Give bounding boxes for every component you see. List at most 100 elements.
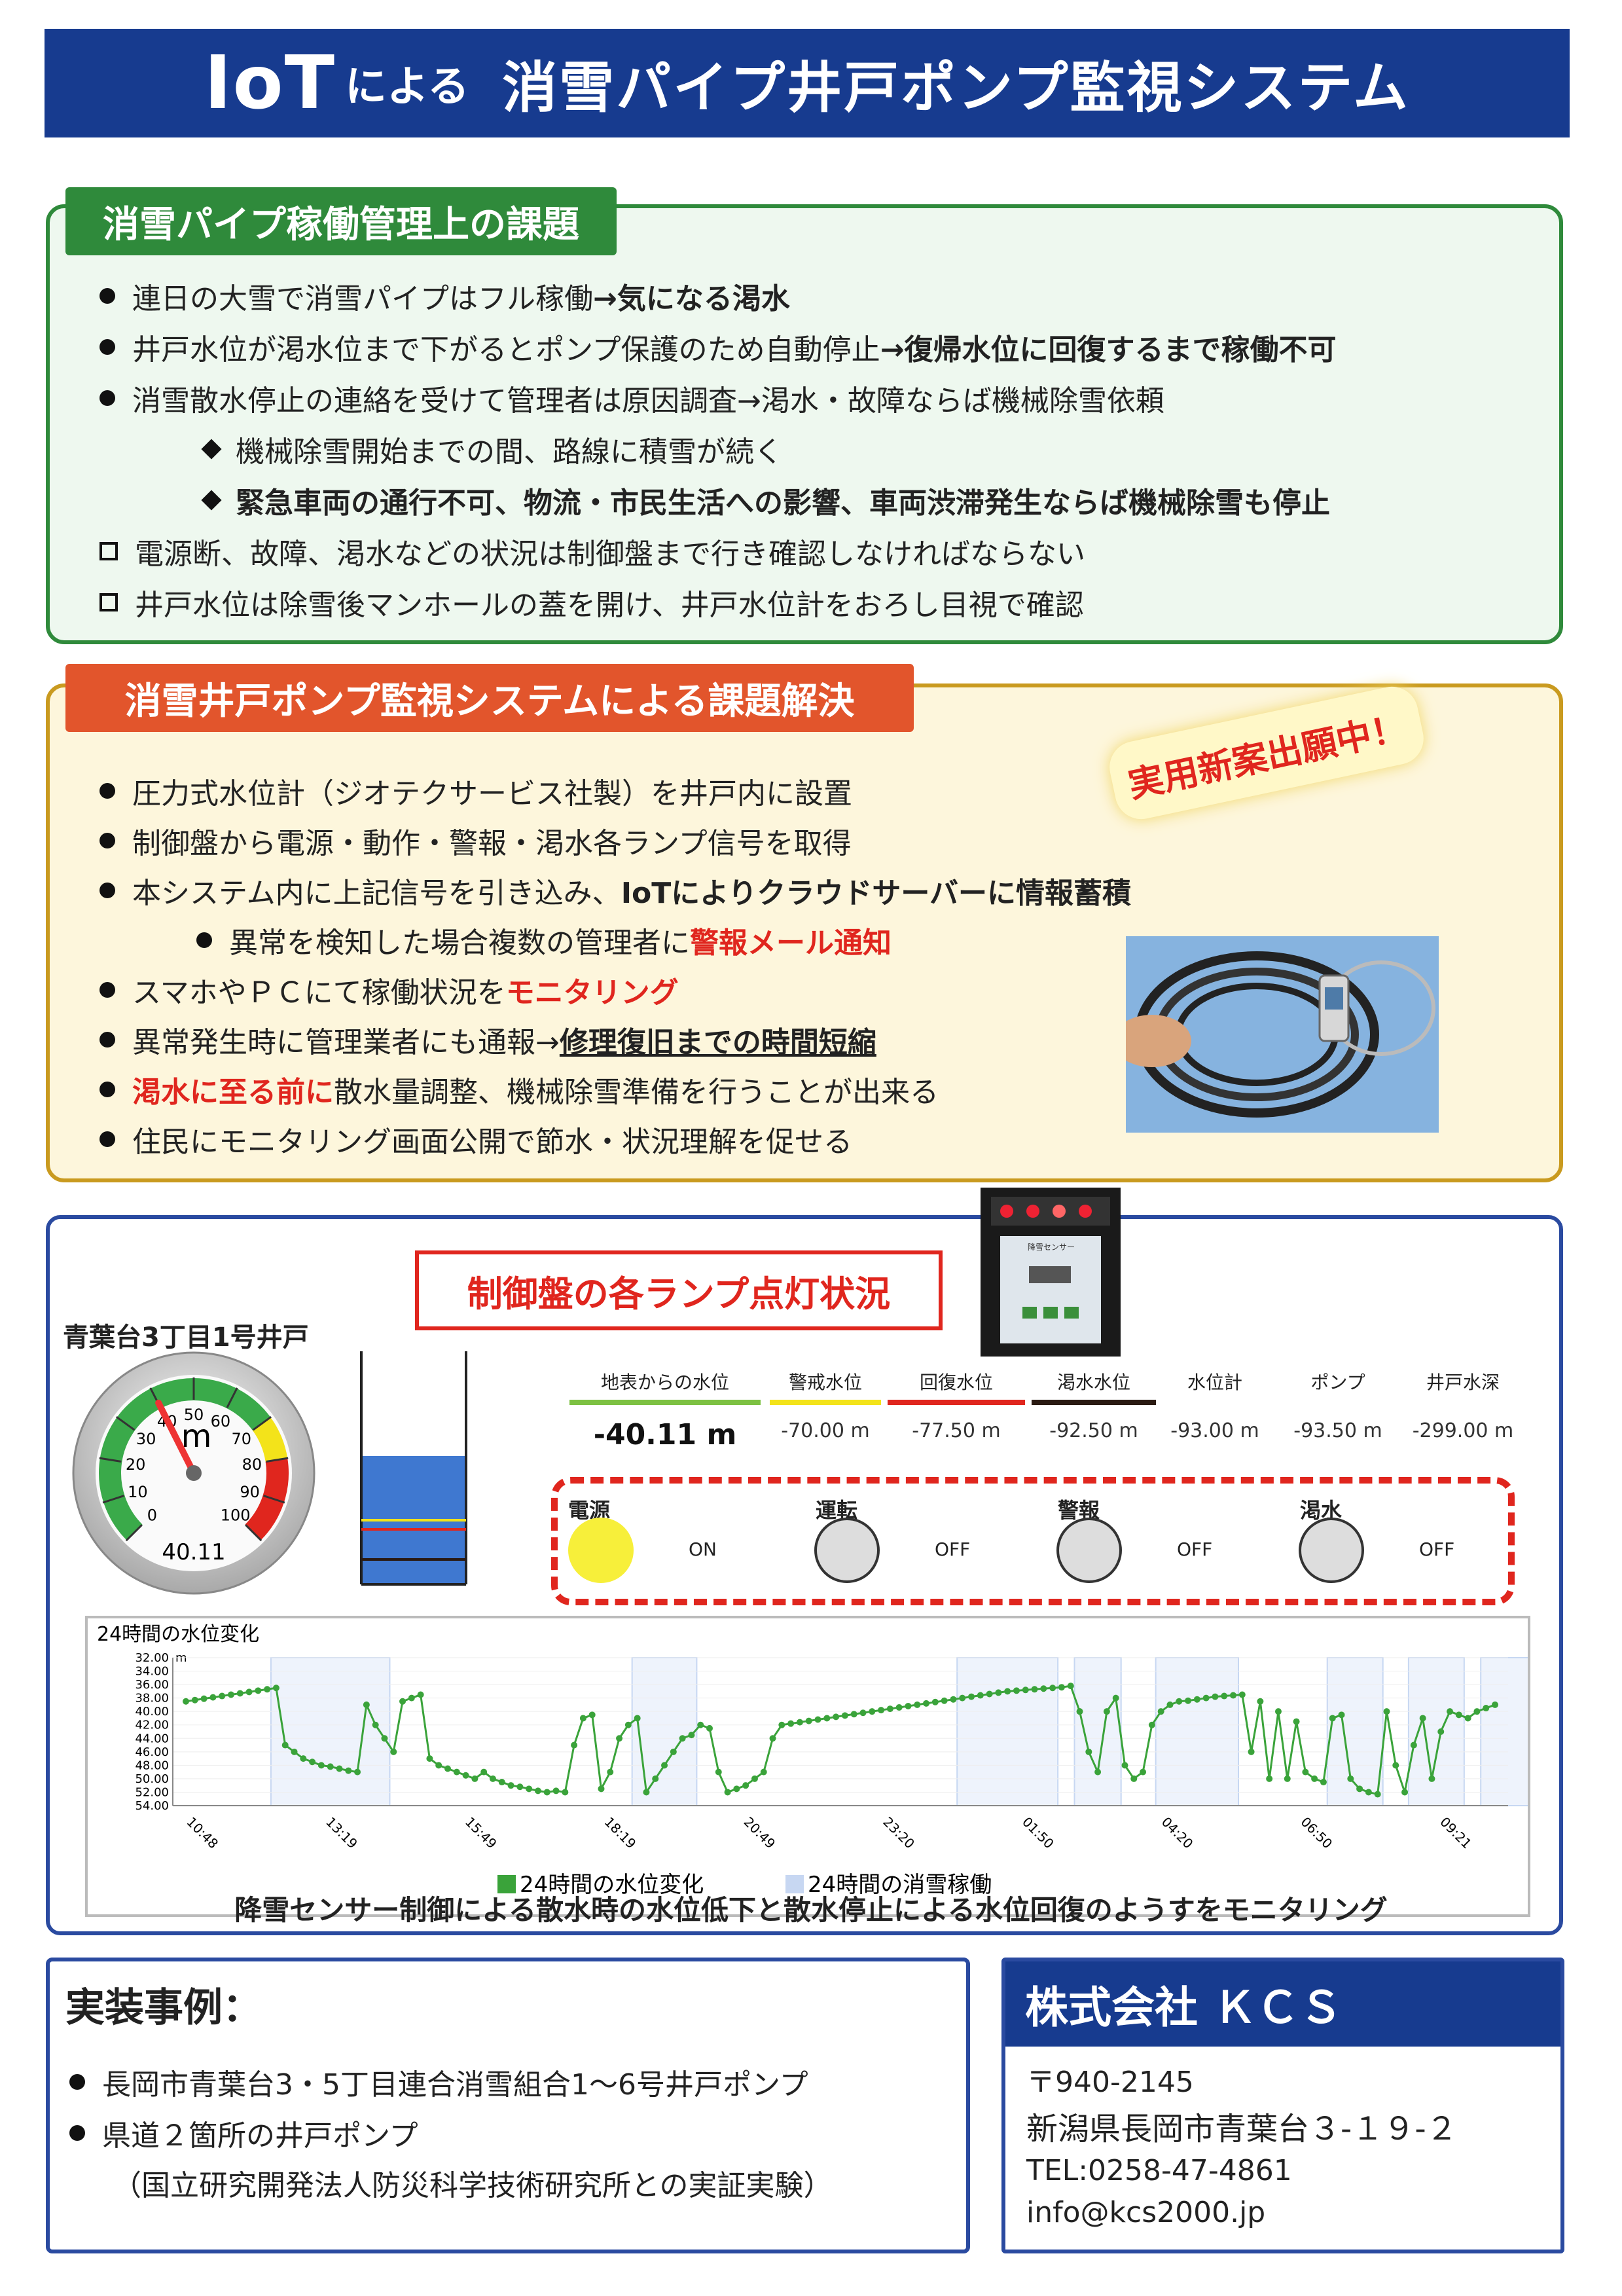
level-point	[769, 1735, 776, 1742]
level-point	[1302, 1768, 1309, 1776]
level-point	[264, 1686, 271, 1693]
level-point	[1293, 1718, 1300, 1725]
level-point	[300, 1755, 307, 1762]
lamp-indicator	[814, 1518, 880, 1583]
level-point	[281, 1741, 289, 1749]
gauge-tick	[252, 1415, 272, 1431]
level-point	[1148, 1721, 1155, 1728]
level-point	[624, 1721, 632, 1728]
chart-title: 24時間の水位変化	[97, 1623, 259, 1646]
level-point	[426, 1755, 433, 1762]
issues-heading: 消雪パイプ稼働管理上の課題	[65, 187, 617, 255]
company-address: 新潟県長岡市青葉台３-１９-２	[1026, 2111, 1458, 2147]
level-point	[417, 1691, 424, 1698]
bullet-icon	[99, 1032, 115, 1048]
column-value: -70.00 m	[781, 1419, 870, 1442]
level-point	[245, 1688, 253, 1696]
level-point	[562, 1789, 569, 1796]
x-tick-label: 20:49	[741, 1814, 779, 1852]
level-point	[968, 1693, 975, 1700]
y-tick-label: 46.00	[135, 1745, 169, 1759]
level-point	[1473, 1708, 1481, 1715]
y-tick-label: 42.00	[135, 1719, 169, 1732]
legend-swatch-operation	[785, 1875, 804, 1893]
column-label: 水位計	[1187, 1372, 1242, 1393]
level-point	[1356, 1785, 1363, 1793]
level-point	[778, 1721, 785, 1728]
level-point	[805, 1717, 812, 1724]
level-point	[571, 1741, 578, 1749]
level-point	[444, 1765, 451, 1772]
level-point	[327, 1763, 334, 1770]
legend-swatch-level	[497, 1875, 516, 1893]
level-point	[905, 1702, 912, 1709]
level-point	[1004, 1688, 1011, 1695]
level-point	[1049, 1685, 1056, 1692]
level-point	[1121, 1762, 1128, 1769]
gauge-tick	[245, 1524, 262, 1542]
bullet-icon	[99, 883, 115, 898]
gauge-tick-label: 20	[126, 1455, 146, 1474]
level-point	[1076, 1708, 1083, 1715]
level-point	[931, 1698, 939, 1705]
level-point	[706, 1724, 713, 1732]
y-tick-label: 40.00	[135, 1705, 169, 1719]
cases-heading: 実装事例：	[65, 1985, 262, 2031]
cases-panel	[46, 1958, 970, 2253]
level-point	[1067, 1683, 1074, 1690]
bullet-icon	[196, 932, 212, 948]
case-note: （国立研究開発法人防災科学技術研究所との実証実験）	[113, 2169, 833, 2202]
control-panel-illustration	[981, 1188, 1121, 1357]
level-point	[345, 1767, 352, 1774]
level-point	[1193, 1696, 1200, 1703]
gauge-unit: m	[181, 1418, 212, 1455]
lamp-state: ON	[689, 1539, 717, 1560]
level-point	[354, 1768, 361, 1776]
level-point	[760, 1768, 767, 1776]
y-tick-label: 36.00	[135, 1678, 169, 1692]
level-point	[823, 1715, 831, 1722]
sensor-photo-illustration	[1126, 936, 1439, 1133]
column-color-bar	[770, 1400, 881, 1405]
level-point	[923, 1700, 930, 1707]
level-point	[200, 1695, 207, 1702]
panel-title: 制御盤の各ランプ点灯状況	[415, 1250, 943, 1330]
level-point	[552, 1787, 560, 1795]
level-point	[607, 1768, 614, 1776]
column-label: 警戒水位	[788, 1372, 862, 1393]
level-point	[598, 1785, 605, 1793]
column-value: -299.00 m	[1412, 1419, 1514, 1442]
level-point	[1455, 1711, 1462, 1719]
operation-band	[1407, 1657, 1465, 1806]
bullet-icon	[69, 2125, 85, 2141]
level-point	[1212, 1693, 1219, 1700]
level-point	[534, 1787, 541, 1795]
level-point	[1248, 1748, 1255, 1755]
gauge-tick-label: 0	[147, 1506, 157, 1525]
level-point	[670, 1748, 677, 1755]
level-point	[1410, 1741, 1417, 1749]
case-item: 県道２箇所の井戸ポンプ	[69, 2112, 418, 2154]
level-point	[742, 1782, 749, 1789]
gauge-tick-label: 100	[221, 1506, 251, 1525]
level-chart-svg: 24時間の水位変化m32.0034.0036.0038.0040.0042.00…	[97, 1623, 1555, 1898]
level-point	[697, 1721, 704, 1728]
x-tick-label: 13:19	[323, 1814, 361, 1852]
column-label: 地表からの水位	[600, 1372, 729, 1393]
level-point	[363, 1701, 370, 1708]
y-tick-label: 34.00	[135, 1665, 169, 1679]
checkbox-icon	[99, 593, 118, 611]
issue-item: 連日の大雪で消雪パイプはフル稼働→気になる渇水	[99, 275, 790, 317]
x-tick-label: 06:50	[1298, 1814, 1336, 1852]
level-point	[733, 1785, 740, 1793]
level-point	[1238, 1691, 1246, 1698]
gauge-tick	[102, 1495, 124, 1504]
gauge-needle	[155, 1399, 197, 1476]
gauge-tick-label: 50	[184, 1406, 204, 1424]
level-point	[272, 1685, 279, 1692]
solution-item: 住民にモニタリング画面公開で節水・状況理解を促せる	[99, 1118, 852, 1160]
level-point	[688, 1732, 695, 1739]
well-name: 青葉台3丁目1号井戸	[63, 1322, 309, 1353]
issue-item: 電源断、故障、渇水などの状況は制御盤まで行き確認しなければならない	[99, 530, 1085, 572]
level-point	[796, 1719, 803, 1726]
